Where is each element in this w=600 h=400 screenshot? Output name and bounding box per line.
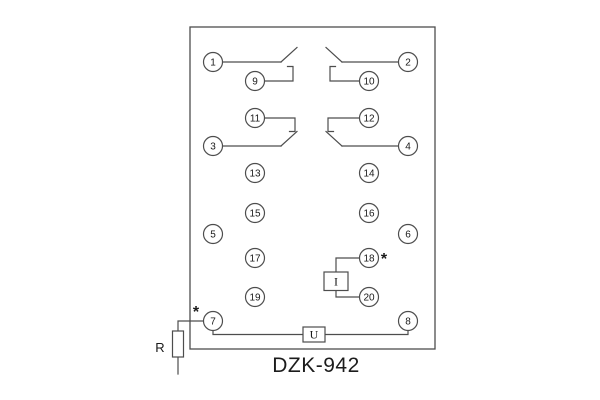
contact-blade-2 [325,46,343,63]
terminal-19: 19 [244,286,266,308]
terminal-18: 18 [358,247,380,269]
terminal-14-label: 14 [363,169,375,180]
terminal-18-label: 18 [363,254,375,265]
current-coil-label: I [334,275,338,289]
voltage-coil-box [302,326,326,343]
terminal-2-circle [397,51,419,73]
terminal-14: 14 [358,162,380,184]
wire-bottom-bus [212,329,409,336]
terminal-4: 4 [397,135,419,157]
terminal-10-circle [358,70,380,92]
terminal-18-circle [358,247,380,269]
wire-resistor-branch [177,320,205,375]
terminal-7-label: 7 [210,317,216,328]
terminal-16-label: 16 [363,209,375,220]
terminal-1-circle [202,51,224,73]
terminal-13-circle [244,162,266,184]
terminal-20: 20 [358,286,380,308]
terminal-8-label: 8 [405,317,411,328]
terminal-16-circle [358,202,380,224]
terminal-1: 1 [202,51,224,73]
terminal-17: 17 [244,247,266,269]
terminal-4-label: 4 [405,142,411,153]
resistor-symbol [171,330,185,358]
terminal-9-circle [244,70,266,92]
voltage-coil-label: U [310,328,319,342]
relay-case-border [189,26,436,350]
terminal-12: 12 [358,107,380,129]
terminal-11: 11 [244,107,266,129]
terminal-14-circle [358,162,380,184]
terminal-15-label: 15 [249,209,261,220]
terminal-11-label: 11 [250,114,261,125]
wire-terminal-9 [263,65,294,82]
terminal-12-label: 12 [363,114,375,125]
terminal-2-label: 2 [405,58,411,69]
terminal-16: 16 [358,202,380,224]
terminal-5: 5 [202,223,224,245]
terminal-17-circle [244,247,266,269]
terminal-7: 7 [202,310,224,332]
wire-terminal-20 [335,289,361,298]
terminal-3: 3 [202,135,224,157]
terminal-19-label: 19 [249,293,261,304]
terminal-13: 13 [244,162,266,184]
wire-terminal-12 [327,117,361,133]
terminal-10: 10 [358,70,380,92]
terminal-9-label: 9 [252,77,258,88]
terminal-8-circle [397,310,419,332]
terminal-4-circle [397,135,419,157]
terminal-5-circle [202,223,224,245]
terminal-9: 9 [244,70,266,92]
terminal-3-label: 3 [210,142,216,153]
terminal-20-label: 20 [363,293,375,304]
terminal-5-label: 5 [210,230,216,241]
terminal-13-label: 13 [249,169,261,180]
terminal-20-circle [358,286,380,308]
terminal-2: 2 [397,51,419,73]
terminal-19-circle [244,286,266,308]
terminal-6: 6 [397,223,419,245]
terminal-11-circle [244,107,266,129]
terminal-8: 8 [397,310,419,332]
terminal-10-label: 10 [363,77,375,88]
wire-terminal-10 [329,65,361,82]
terminal-6-circle [397,223,419,245]
terminal-7-circle [202,310,224,332]
terminal-12-circle [358,107,380,129]
contact-blade-4 [325,130,343,147]
terminal-17-label: 17 [249,254,261,265]
current-coil-box [323,271,349,292]
terminal-3-circle [202,135,224,157]
wire-terminal-18 [335,257,361,273]
contact-blade-1 [280,46,298,63]
terminal-6-label: 6 [405,230,411,241]
diagram-title: DZK-942 [272,354,360,377]
polarity-mark-7: * [193,304,200,321]
terminal-15: 15 [244,202,266,224]
wire-terminal-11 [263,117,296,133]
resistor-label: R [155,340,164,355]
polarity-mark-18: * [381,251,388,268]
terminal-1-label: 1 [210,58,216,69]
contact-blade-3 [280,130,298,147]
terminal-15-circle [244,202,266,224]
